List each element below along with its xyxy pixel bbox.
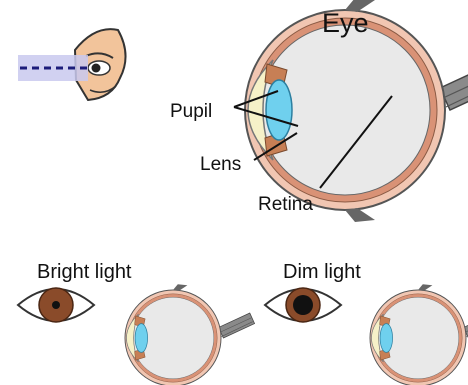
pupil-label: Pupil xyxy=(170,101,212,122)
retina-label: Retina xyxy=(258,194,313,215)
eye-title: Eye xyxy=(322,8,369,38)
iris-dilated-icon xyxy=(265,288,341,322)
light-beam-icon xyxy=(18,55,92,81)
bright-light-label: Bright light xyxy=(37,261,132,283)
eye-cross-section-bright xyxy=(125,284,255,385)
eye-cross-section-dim xyxy=(370,284,468,385)
iris-constricted-icon xyxy=(18,288,94,322)
dim-light-label: Dim light xyxy=(283,261,361,283)
lens-label: Lens xyxy=(200,154,241,175)
